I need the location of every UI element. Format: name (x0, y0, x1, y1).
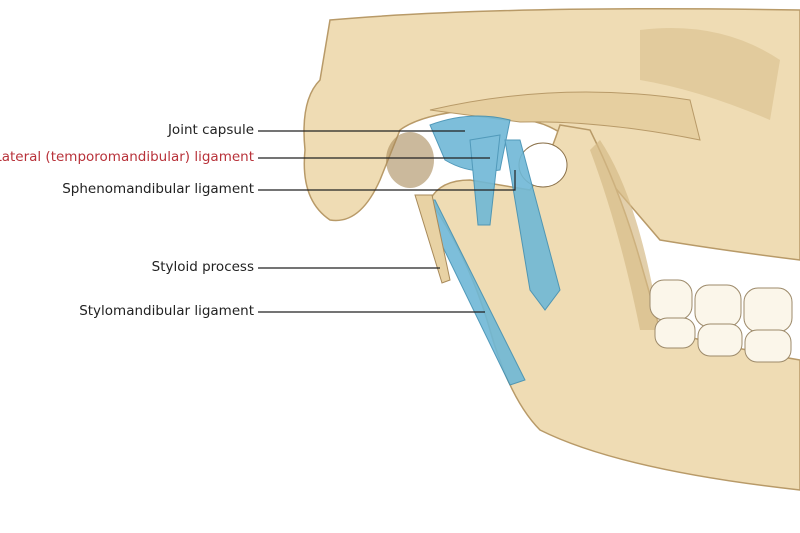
condyle-fossa (386, 132, 434, 188)
zygomatic-arch (429, 91, 701, 141)
ligaments (419, 115, 561, 386)
label-styloid: Styloid process (151, 259, 254, 275)
label-joint-capsule: Joint capsule (167, 122, 254, 138)
sphenomandibular-ligament (504, 139, 561, 311)
label-lateral-ligament: Lateral (temporomandibular) ligament (0, 149, 254, 165)
teeth (649, 279, 793, 363)
label-stylomandibular: Stylomandibular ligament (79, 303, 254, 319)
styloid-process (414, 194, 451, 284)
leader-spheno (258, 170, 516, 191)
coronoid-shadow (590, 140, 660, 330)
label-sphenomandibular: Sphenomandibular ligament (62, 181, 254, 197)
orbit-shadow (640, 28, 780, 120)
